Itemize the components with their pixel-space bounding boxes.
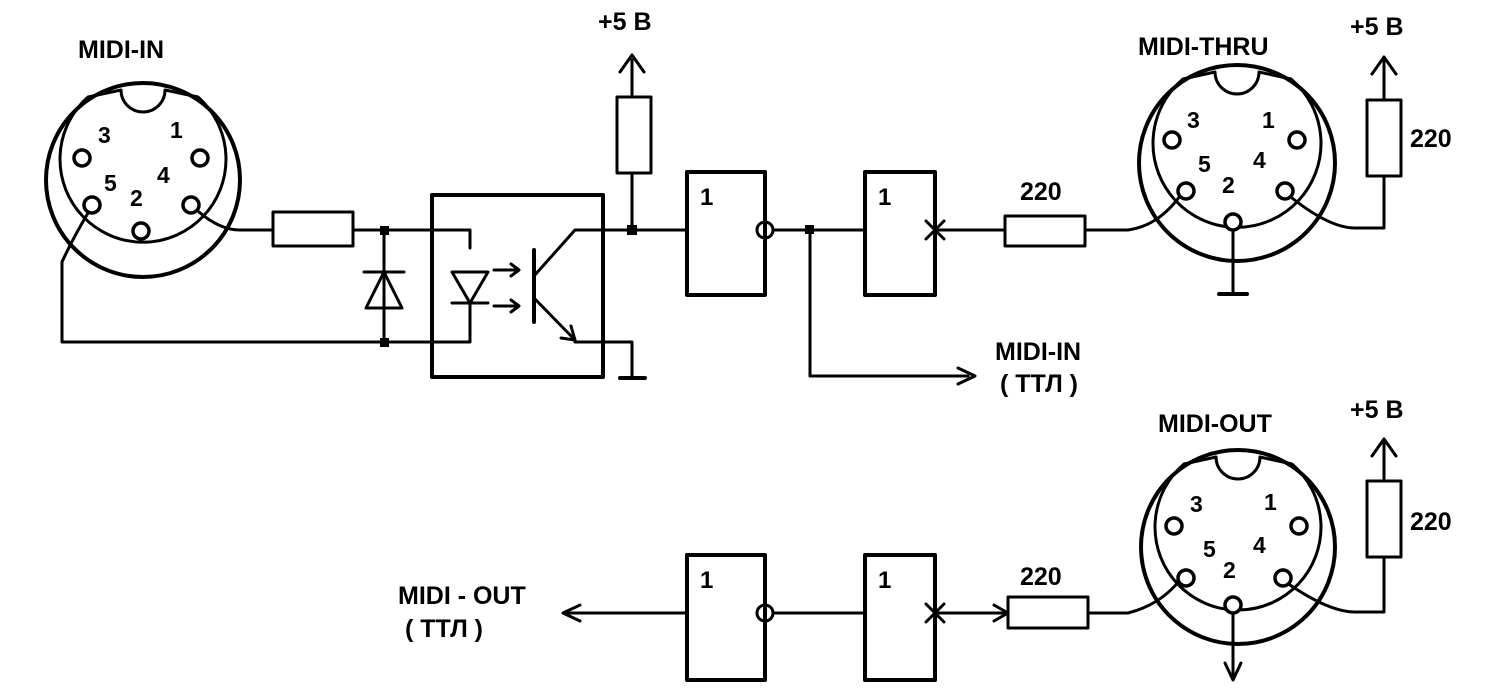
input-resistor (271, 210, 355, 248)
inverter-gate-1: 1 (685, 170, 977, 386)
midi-out-connector: MIDI-OUT 3 1 5 4 2 (1139, 410, 1386, 682)
ttl-out-line1: MIDI - OUT (398, 582, 526, 610)
buffer-gate-2: 1 220 (863, 170, 1182, 297)
midi-thru-pin-2: 2 (1222, 172, 1235, 198)
gate-1-label: 1 (700, 184, 713, 211)
thru-pullup-value: 220 (1410, 125, 1452, 153)
ttl-in-line1: MIDI-IN (995, 338, 1081, 366)
midi-in-pin-2: 2 (130, 185, 143, 211)
buffer-gate-4: 1 220 (863, 553, 1182, 682)
midi-thru-pin-4: 4 (1253, 147, 1266, 173)
midi-in-pin-1: 1 (170, 117, 183, 143)
thru-series-resistor (1003, 214, 1087, 248)
inverter-gate-3: 1 (561, 553, 867, 682)
out-pullup-resistor: +5 В 220 (1350, 396, 1452, 559)
midi-out-pin-3: 3 (1190, 491, 1203, 517)
midi-out-pin-2: 2 (1223, 557, 1236, 583)
midi-thru-pin-3: 3 (1187, 107, 1200, 133)
supply-label-2: +5 В (1350, 13, 1404, 41)
midi-out-pin-1: 1 (1264, 489, 1277, 515)
protection-diode (362, 270, 406, 310)
out-pullup-value: 220 (1410, 508, 1452, 536)
supply-label-3: +5 В (1350, 396, 1404, 424)
supply-label-1: +5 В (598, 8, 652, 36)
out-series-resistor-value: 220 (1020, 563, 1062, 591)
ttl-out-label: MIDI - OUT ( ТТЛ ) (398, 582, 526, 643)
midi-out-pin-5: 5 (1203, 536, 1216, 562)
gate-2-label: 1 (878, 184, 891, 211)
pullup-resistor: +5 В (598, 8, 689, 235)
thru-pullup-resistor: +5 В 220 (1350, 13, 1452, 178)
midi-out-title: MIDI-OUT (1158, 410, 1272, 438)
midi-in-title: MIDI-IN (78, 36, 164, 64)
midi-thru-pin-1: 1 (1262, 107, 1275, 133)
optocoupler (430, 193, 647, 380)
midi-thru-connector: MIDI-THRU 3 1 5 4 2 (1137, 33, 1386, 296)
out-series-resistor (1006, 595, 1090, 630)
midi-out-pin-4: 4 (1253, 532, 1266, 558)
midi-thru-pin-5: 5 (1198, 151, 1211, 177)
ttl-out-line2: ( ТТЛ ) (405, 615, 483, 643)
midi-in-pin-5: 5 (104, 170, 117, 196)
midi-in-pin-3: 3 (98, 122, 111, 148)
gate-3-label: 1 (700, 567, 713, 594)
gate-4-label: 1 (878, 567, 891, 594)
midi-in-connector: MIDI-IN 3 1 5 4 2 (44, 36, 242, 279)
midi-in-pin-4: 4 (157, 162, 170, 188)
midi-thru-title: MIDI-THRU (1138, 33, 1269, 61)
ttl-in-label: MIDI-IN ( ТТЛ ) (995, 338, 1081, 398)
input-wiring (60, 210, 472, 347)
thru-series-resistor-value: 220 (1020, 178, 1062, 206)
ttl-in-line2: ( ТТЛ ) (1000, 370, 1078, 398)
